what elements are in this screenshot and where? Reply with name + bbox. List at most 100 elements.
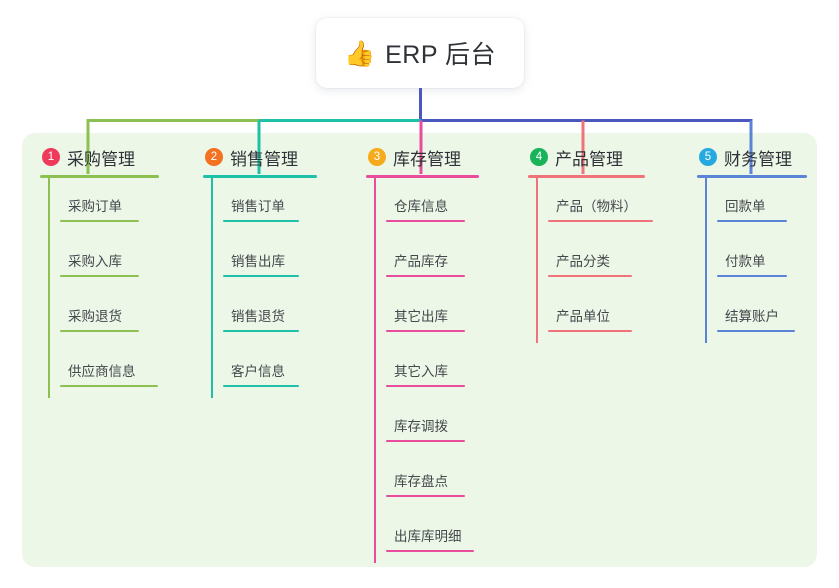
leaf-node-label: 库存盘点 [394,474,448,489]
leaf-node-label: 采购订单 [68,199,122,214]
root-node-title: ERP 后台 [385,41,497,69]
leaf-node-underline [60,220,139,222]
leaf-node-label: 采购退货 [68,309,122,324]
leaf-node-label: 产品库存 [394,254,448,269]
leaf-node-label: 产品（物料） [556,199,637,214]
branch-badge-4: 4 [530,148,548,166]
branch-underline-1 [40,175,159,178]
leaf-node[interactable]: 销售订单 [203,178,317,233]
branch-stem-5 [705,178,707,343]
leaf-node-underline [386,275,465,277]
leaf-node-label: 供应商信息 [68,364,136,379]
branch-items-4: 产品（物料） 产品分类产品单位 [528,178,653,343]
leaf-node-underline [386,385,465,387]
leaf-node-underline [717,275,787,277]
branch-header-3[interactable]: 3 库存管理 [366,144,479,170]
branch-header-5[interactable]: 5 财务管理 [697,144,807,170]
leaf-node-underline [717,220,787,222]
leaf-node-underline [60,385,158,387]
leaf-node-label: 结算账户 [725,309,779,324]
branch-badge-5: 5 [699,148,717,166]
branch-badge-3: 3 [368,148,386,166]
leaf-node-underline [386,495,465,497]
leaf-node-label: 产品分类 [556,254,610,269]
leaf-node-underline [223,220,299,222]
leaf-node-underline [548,220,653,222]
leaf-node[interactable]: 其它入库 [366,343,479,398]
branch-underline-5 [697,175,807,178]
leaf-node[interactable]: 产品库存 [366,233,479,288]
leaf-node-underline [717,330,795,332]
branch-3: 3 库存管理仓库信息产品库存其它出库其它入库库存调拨库存盘点出库库明细 [366,144,479,563]
leaf-node[interactable]: 付款单 [697,233,807,288]
leaf-node-label: 出库库明细 [394,529,462,544]
branch-4: 4 产品管理产品（物料） 产品分类产品单位 [528,144,653,343]
leaf-node-underline [548,330,632,332]
leaf-node[interactable]: 采购退货 [40,288,159,343]
leaf-node-underline [223,385,299,387]
branch-items-1: 采购订单采购入库采购退货供应商信息 [40,178,159,398]
branch-underline-4 [528,175,645,178]
branch-underline-2 [203,175,317,178]
branch-stem-1 [48,178,50,398]
leaf-node[interactable]: 库存盘点 [366,453,479,508]
branch-stem-4 [536,178,538,343]
branch-title-4: 产品管理 [555,149,623,169]
leaf-node-underline [548,275,632,277]
leaf-node[interactable]: 采购入库 [40,233,159,288]
leaf-node[interactable]: 结算账户 [697,288,807,343]
leaf-node-label: 销售订单 [231,199,285,214]
leaf-node-label: 客户信息 [231,364,285,379]
leaf-node[interactable]: 产品（物料） [528,178,653,233]
leaf-node[interactable]: 仓库信息 [366,178,479,233]
branch-items-3: 仓库信息产品库存其它出库其它入库库存调拨库存盘点出库库明细 [366,178,479,563]
leaf-node[interactable]: 客户信息 [203,343,317,398]
branch-items-2: 销售订单销售出库销售退货客户信息 [203,178,317,398]
leaf-node[interactable]: 销售出库 [203,233,317,288]
leaf-node-label: 销售出库 [231,254,285,269]
leaf-node-underline [223,275,299,277]
leaf-node-underline [60,330,139,332]
branch-badge-2: 2 [205,148,223,166]
leaf-node-label: 仓库信息 [394,199,448,214]
leaf-node[interactable]: 产品单位 [528,288,645,343]
branch-title-1: 采购管理 [67,149,135,169]
leaf-node-underline [386,330,465,332]
branch-badge-1: 1 [42,148,60,166]
leaf-node-label: 库存调拨 [394,419,448,434]
leaf-node[interactable]: 采购订单 [40,178,159,233]
branch-1: 1 采购管理采购订单采购入库采购退货供应商信息 [40,144,159,398]
leaf-node-underline [60,275,139,277]
branch-items-5: 回款单付款单结算账户 [697,178,807,343]
leaf-node-underline [386,440,465,442]
leaf-node[interactable]: 其它出库 [366,288,479,343]
branch-header-4[interactable]: 4 产品管理 [528,144,645,170]
leaf-node-label: 付款单 [725,254,766,269]
thumbs-up-icon: 👍 [343,38,376,68]
leaf-node[interactable]: 出库库明细 [366,508,479,563]
leaf-node[interactable]: 销售退货 [203,288,317,343]
leaf-node-label: 其它出库 [394,309,448,324]
leaf-node[interactable]: 产品分类 [528,233,645,288]
leaf-node-label: 销售退货 [231,309,285,324]
branch-5: 5 财务管理回款单付款单结算账户 [697,144,807,343]
leaf-node-label: 采购入库 [68,254,122,269]
leaf-node-label: 回款单 [725,199,766,214]
root-node[interactable]: 👍 ERP 后台 [316,18,524,88]
branches-panel [22,133,817,567]
branch-stem-2 [211,178,213,398]
branch-title-3: 库存管理 [393,149,461,169]
leaf-node[interactable]: 供应商信息 [40,343,159,398]
leaf-node-label: 产品单位 [556,309,610,324]
leaf-node-underline [386,550,474,552]
leaf-node-underline [386,220,465,222]
branch-underline-3 [366,175,479,178]
leaf-node[interactable]: 库存调拨 [366,398,479,453]
branch-header-1[interactable]: 1 采购管理 [40,144,159,170]
leaf-node-underline [223,330,299,332]
leaf-node[interactable]: 回款单 [697,178,807,233]
branch-title-5: 财务管理 [724,149,792,169]
